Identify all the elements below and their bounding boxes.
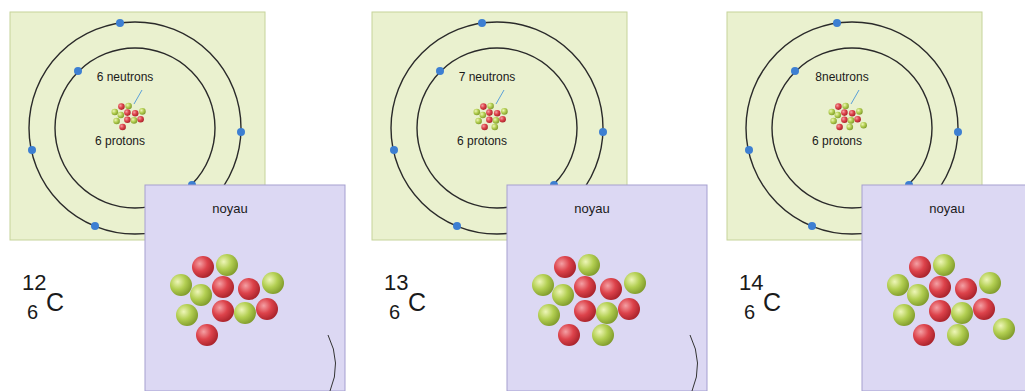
box-title: noyau xyxy=(907,201,987,216)
mass-number: 13 xyxy=(384,272,408,294)
box-title: noyau xyxy=(190,201,270,216)
mass-number: 12 xyxy=(22,272,46,294)
nucleus-box: noyau xyxy=(862,185,1025,391)
nucleus-box: noyau xyxy=(145,185,345,391)
label-holder: 12 xyxy=(22,272,46,294)
particle-count: 6 protons xyxy=(782,134,892,148)
label-holder: 14 xyxy=(739,272,763,294)
label-holder: 13 xyxy=(384,272,408,294)
atomic-number: 6 xyxy=(744,302,755,322)
label-holder: C xyxy=(46,290,64,315)
atomic-number: 6 xyxy=(389,302,400,322)
label-holder: C xyxy=(408,290,426,315)
particle-count: 8neutrons xyxy=(787,70,897,84)
nucleus-box: noyau xyxy=(507,185,707,391)
element-symbol: C xyxy=(46,290,64,315)
box-title: noyau xyxy=(552,201,632,216)
element-symbol: C xyxy=(763,290,781,315)
atomic-number: 6 xyxy=(27,302,38,322)
particle-count: 7 neutrons xyxy=(432,70,542,84)
label-holder: C xyxy=(763,290,781,315)
particle-count: 6 protons xyxy=(65,134,175,148)
label-holder: 6 xyxy=(27,302,38,322)
mass-number: 14 xyxy=(739,272,763,294)
label-holder: 6 xyxy=(389,302,400,322)
label-holder: 6 xyxy=(744,302,755,322)
particle-count: 6 neutrons xyxy=(70,70,180,84)
element-symbol: C xyxy=(408,290,426,315)
particle-count: 6 protons xyxy=(427,134,537,148)
